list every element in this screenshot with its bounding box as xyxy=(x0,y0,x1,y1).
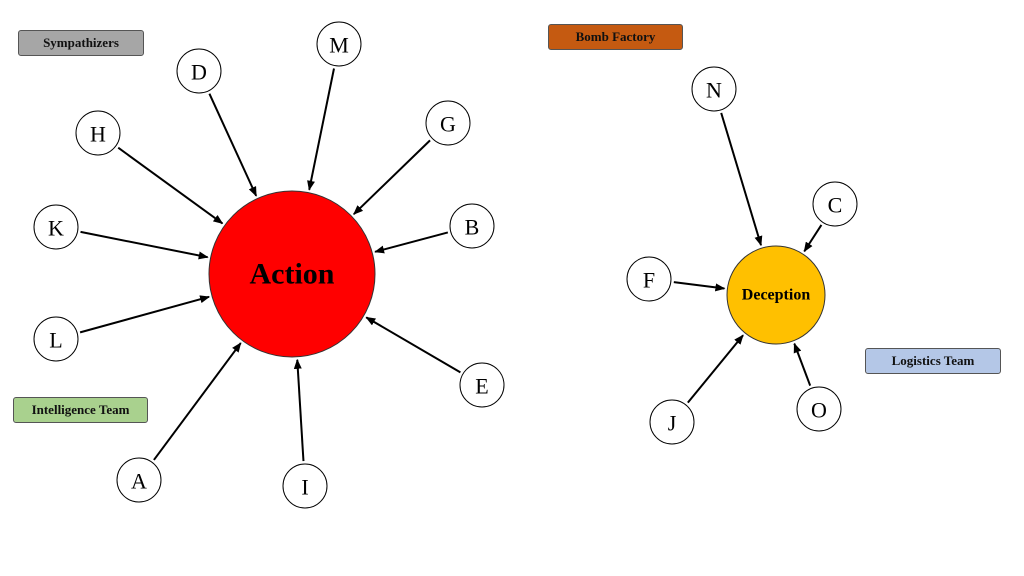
node-n-circle xyxy=(691,66,737,112)
edge-c-to-deception xyxy=(803,224,823,253)
hub-action-circle xyxy=(208,190,376,358)
node-d-circle xyxy=(176,48,222,94)
node-f: F xyxy=(626,256,672,302)
node-e-label: E xyxy=(475,374,488,399)
legend-bomb-factory: Bomb Factory xyxy=(548,24,683,50)
node-m-label: M xyxy=(329,33,349,58)
nodes: A B C D E F G H I J K L M N O xyxy=(33,21,858,509)
node-m-circle xyxy=(316,21,362,67)
node-c: C xyxy=(812,181,858,227)
node-k: K xyxy=(33,204,79,250)
node-f-label: F xyxy=(643,268,655,293)
hub-deception: Deception xyxy=(726,245,826,345)
node-d: D xyxy=(176,48,222,94)
node-c-circle xyxy=(812,181,858,227)
node-i-label: I xyxy=(301,475,308,500)
edge-k-to-action xyxy=(80,230,209,260)
hub-action-label: Action xyxy=(250,258,335,291)
edges xyxy=(79,68,823,462)
edge-g-to-action xyxy=(353,139,431,215)
node-i-circle xyxy=(282,463,328,509)
edge-n-to-deception xyxy=(720,112,763,247)
edge-m-to-action xyxy=(307,68,335,191)
edge-e-to-action xyxy=(365,316,461,374)
node-o-label: O xyxy=(811,398,827,423)
node-a-label: A xyxy=(131,469,147,494)
edge-a-to-action xyxy=(153,342,242,461)
node-j-label: J xyxy=(668,411,677,436)
node-l-circle xyxy=(33,316,79,362)
node-o: O xyxy=(796,386,842,432)
node-a-circle xyxy=(116,457,162,503)
node-c-label: C xyxy=(828,193,843,218)
node-m: M xyxy=(316,21,362,67)
edge-j-to-deception xyxy=(687,334,744,404)
edge-l-to-action xyxy=(79,295,211,334)
hub-action: Action xyxy=(208,190,376,358)
node-g-label: G xyxy=(440,112,456,137)
node-k-circle xyxy=(33,204,79,250)
node-j: J xyxy=(649,399,695,445)
node-j-circle xyxy=(649,399,695,445)
node-l-label: L xyxy=(49,328,62,353)
node-b-label: B xyxy=(465,215,480,240)
node-d-label: D xyxy=(191,60,207,85)
legend-logistics-team: Logistics Team xyxy=(865,348,1001,374)
node-g: G xyxy=(425,100,471,146)
node-e: E xyxy=(459,362,505,408)
edge-b-to-action xyxy=(374,231,449,254)
node-h-circle xyxy=(75,110,121,156)
node-o-circle xyxy=(796,386,842,432)
node-a: A xyxy=(116,457,162,503)
edge-i-to-action xyxy=(293,358,305,462)
node-h: H xyxy=(75,110,121,156)
node-e-circle xyxy=(459,362,505,408)
legend-intelligence-team: Intelligence Team xyxy=(13,397,148,423)
node-i: I xyxy=(282,463,328,509)
node-b: B xyxy=(449,203,495,249)
edge-d-to-action xyxy=(208,93,258,197)
edge-f-to-deception xyxy=(673,281,726,292)
node-f-circle xyxy=(626,256,672,302)
node-g-circle xyxy=(425,100,471,146)
hub-deception-circle xyxy=(726,245,826,345)
edge-o-to-deception xyxy=(793,342,812,386)
edge-h-to-action xyxy=(117,146,224,225)
node-h-label: H xyxy=(90,122,106,147)
node-l: L xyxy=(33,316,79,362)
legend-sympathizers: Sympathizers xyxy=(18,30,144,56)
node-b-circle xyxy=(449,203,495,249)
node-k-label: K xyxy=(48,216,64,241)
hub-deception-label: Deception xyxy=(742,287,811,304)
node-n-label: N xyxy=(706,78,722,103)
node-n: N xyxy=(691,66,737,112)
